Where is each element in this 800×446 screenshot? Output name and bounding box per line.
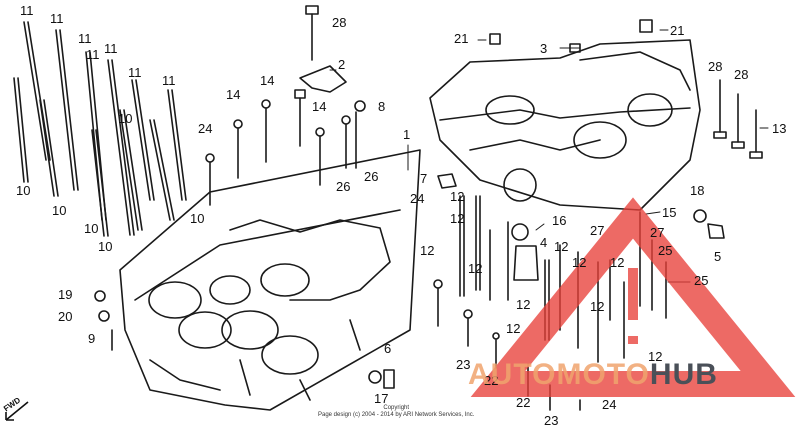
copyright-line: Copyright [383,405,410,411]
part-label: 19 [58,287,73,302]
part-label: 7 [420,171,428,186]
part-label: 3 [540,41,548,56]
part-label: 12 [468,261,483,276]
part-label: 10 [118,111,133,126]
part-label: 17 [374,391,389,406]
part-label: 12 [610,255,625,270]
part-label: 25 [658,243,673,258]
part-label: 22 [484,373,499,388]
part-label: 27 [650,225,665,240]
part-label: 24 [410,191,425,206]
part-label: 11 [86,47,100,62]
part-label: 11 [78,31,92,46]
forward-arrow-icon [5,401,29,421]
part-label: 12 [420,243,435,258]
part-label: 10 [190,211,205,226]
part-label: 14 [260,73,275,88]
part-label: 5 [714,249,722,264]
copyright-note: Copyright Page design (c) 2004 - 2014 by… [318,405,474,419]
part-label: 11 [50,11,64,26]
case-bolts-group [94,19,763,411]
upper-crankcase [429,39,701,211]
part-label: 23 [456,357,471,372]
copyright-line: Page design (c) 2004 - 2014 by ARI Netwo… [318,412,475,418]
part-label: 12 [450,189,465,204]
part-label: 11 [162,73,176,88]
watermark-triangle [470,197,796,397]
part-label: 11 [20,3,34,18]
part-label: 12 [648,349,663,364]
watermark-logo: AUTOMOTOHUB [468,360,718,390]
part-label: 1 [403,127,411,142]
part-label: 12 [572,255,587,270]
long-studs-group [13,21,187,237]
part-label: 16 [552,213,567,228]
part-label: 10 [98,239,113,254]
part-label: 25 [694,273,709,288]
watermark-text-hub: HUB [649,358,718,391]
part-label: 4 [540,235,548,250]
part-label: 12 [554,239,569,254]
part-label: 28 [708,59,723,74]
part-label: 10 [84,221,99,236]
part-label: 12 [450,211,465,226]
part-label: 8 [378,99,386,114]
watermark-text-automoto: AUTOMOTO [468,358,650,391]
upper-bolts-group [205,5,366,206]
part-label: 14 [312,99,327,114]
part-label: 12 [506,321,521,336]
part-label: 27 [590,223,605,238]
part-label: 13 [772,121,787,136]
part-label: 24 [602,397,617,412]
leader-lines [329,29,769,283]
part-label: 10 [16,183,31,198]
part-label: 12 [516,297,531,312]
part-label: 23 [544,413,559,428]
part-label: 12 [590,299,605,314]
part-label: 28 [734,67,749,82]
lower-crankcase [119,149,421,411]
part-label: 2 [338,57,346,72]
part-label: 21 [670,23,685,38]
part-label: 6 [384,341,392,356]
part-label: 21 [454,31,469,46]
part-label: 26 [364,169,379,184]
part-label: 11 [104,41,118,56]
part-label: 11 [128,65,142,80]
part-label: 20 [58,309,73,324]
part-label: 28 [332,15,347,30]
part-label: 24 [198,121,213,136]
part-label: 14 [226,87,241,102]
part-label: 9 [88,331,96,346]
part-label: 15 [662,205,677,220]
part-label: 10 [52,203,67,218]
part-label: 26 [336,179,351,194]
part-label: 22 [516,395,531,410]
part-label: 18 [690,183,705,198]
